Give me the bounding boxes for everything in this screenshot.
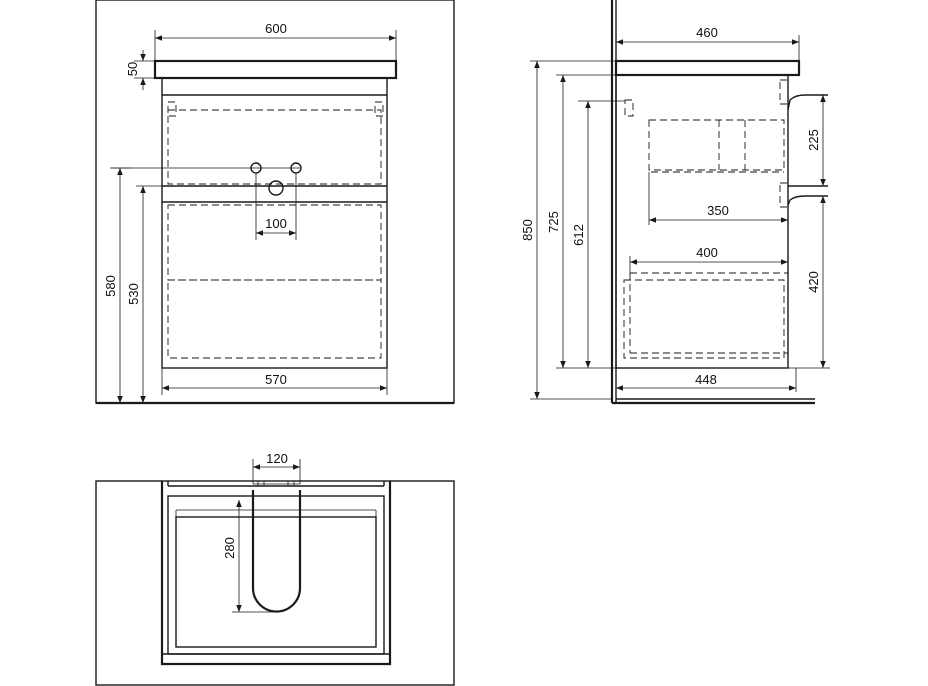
dim-580: 580 [103, 275, 118, 297]
dim-225: 225 [806, 129, 821, 151]
dim-50: 50 [125, 62, 140, 76]
dim-350: 350 [707, 203, 729, 218]
front-tap-left [250, 162, 262, 174]
dim-570: 570 [265, 372, 287, 387]
side-cabinet-body [615, 74, 789, 369]
dim-448: 448 [695, 372, 717, 387]
side-lower-drawer-hidden [623, 279, 785, 359]
top-drawer-outer [167, 495, 385, 655]
front-bracket-right [374, 101, 384, 117]
dim-100: 100 [265, 216, 287, 231]
dim-120: 120 [266, 451, 288, 466]
front-cabinet-body [161, 77, 388, 369]
dim-725: 725 [546, 211, 561, 233]
top-drawer-inner [175, 516, 377, 648]
side-upper-drawer-hidden [648, 119, 785, 171]
top-countertop-outline [160, 481, 392, 666]
front-countertop [153, 59, 398, 80]
dim-460: 460 [696, 25, 718, 40]
side-siphon-pipe [787, 94, 828, 111]
side-siphon-bracket-a [779, 79, 789, 105]
front-tap-right [290, 162, 302, 174]
dim-530: 530 [126, 283, 141, 305]
front-upper-drawer-hidden [167, 109, 382, 185]
dim-600: 600 [265, 21, 287, 36]
dim-612: 612 [571, 224, 586, 246]
front-lower-drawer-hidden-b [167, 279, 382, 359]
dim-400: 400 [696, 245, 718, 260]
side-siphon-bracket-b [779, 182, 789, 208]
side-bracket [624, 99, 634, 117]
front-waste-outlet [268, 180, 284, 196]
front-view: 600 50 100 570 580 530 [95, 0, 455, 405]
front-bracket-left [167, 101, 177, 117]
dim-280: 280 [222, 537, 237, 559]
side-view: 460 850 725 612 225 420 350 400 448 [520, 0, 830, 405]
side-countertop [614, 59, 801, 77]
dim-420: 420 [806, 271, 821, 293]
dim-850: 850 [520, 219, 535, 241]
top-siphon-cutout [251, 490, 302, 613]
top-wall-frame [95, 480, 455, 686]
top-view: 120 280 [95, 451, 455, 686]
